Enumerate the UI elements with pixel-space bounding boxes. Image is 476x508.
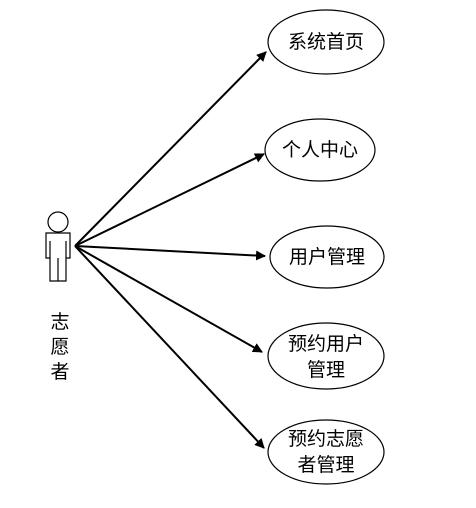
- use-case-ellipse: [267, 419, 385, 485]
- use-case-label: 个人中心: [282, 139, 358, 161]
- associations: [74, 51, 267, 449]
- use-case-label-line-2: 管理: [307, 359, 345, 381]
- actor-figure: [45, 211, 71, 282]
- use-case-ellipse: [267, 322, 385, 390]
- actor-name: 志 愿 者: [50, 311, 69, 383]
- actor-head: [47, 211, 69, 233]
- use-case-label-line-1: 预约志愿: [288, 428, 364, 450]
- use-case-home: 系统首页: [267, 9, 385, 75]
- use-case-booking-user-management: 预约用户 管理: [267, 322, 385, 390]
- association-arrow-personal-center: [74, 153, 265, 247]
- use-case-user-management: 用户管理: [269, 225, 385, 289]
- association-arrow-booking-user-management: [74, 245, 263, 353]
- use-case-ellipse: [264, 118, 376, 182]
- use-case-label: 用户管理: [289, 246, 365, 268]
- association-arrow-booking-volunteer-management: [74, 245, 265, 449]
- use-case-ellipse: [267, 9, 385, 75]
- actor-body-outline: [45, 232, 71, 282]
- use-case-label-line-1: 预约用户: [288, 333, 364, 355]
- actor-name-char-2: 愿: [50, 336, 69, 358]
- association-arrow-home: [74, 51, 267, 247]
- use-case-personal-center: 个人中心: [264, 118, 376, 182]
- use-case-label-line-2: 者管理: [297, 454, 354, 476]
- use-case-ellipse: [269, 225, 385, 289]
- actor-name-char-3: 者: [50, 361, 69, 383]
- association-arrow-user-management: [74, 245, 266, 261]
- actor-name-char-1: 志: [50, 311, 69, 333]
- use-case-label: 系统首页: [288, 31, 364, 53]
- use-case-booking-volunteer-management: 预约志愿 者管理: [267, 419, 385, 485]
